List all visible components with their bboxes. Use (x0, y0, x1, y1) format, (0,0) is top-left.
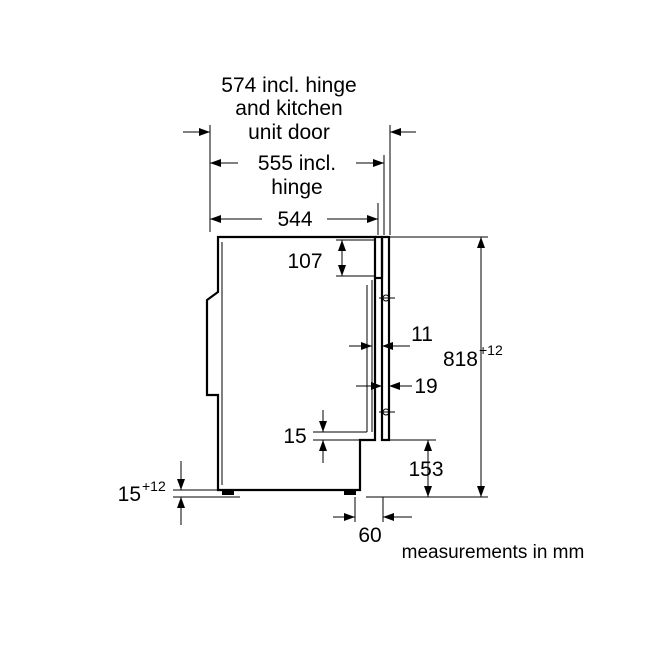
plinth-offset-label: 15 (283, 425, 306, 448)
kitchen-unit-door (379, 235, 395, 442)
svg-text:574 incl. hinge: 574 incl. hinge (221, 74, 356, 97)
plinth-depth-label: 60 (358, 524, 381, 547)
height-tolerance: +12 (479, 342, 503, 358)
unit-note: measurements in mm (402, 542, 585, 563)
feet-dimension: 15 +12 (118, 461, 240, 525)
svg-text:555 incl.: 555 incl. (258, 152, 336, 175)
door-bottom-dimension: 153 (389, 439, 444, 497)
height-label: 818 (443, 348, 478, 371)
svg-text:and kitchen: and kitchen (235, 97, 342, 120)
svg-text:hinge: hinge (271, 176, 322, 199)
svg-text:unit door: unit door (248, 121, 330, 144)
feet-tolerance: +12 (142, 478, 166, 494)
door-thickness-dimension: 19 (356, 375, 438, 398)
top-panel-label: 107 (287, 250, 322, 273)
plinth-depth-dimension: 60 (333, 497, 412, 547)
feet-label: 15 (118, 483, 141, 506)
plinth-offset-dimension: 15 (283, 410, 367, 463)
door-gap-label: 11 (411, 323, 433, 346)
width-hinge-door-dimension (183, 125, 416, 235)
width-hinge-door-label: 574 incl. hinge and kitchen unit door (221, 74, 356, 144)
width-hinge-label: 555 incl. hinge (258, 152, 336, 199)
width-body-label: 544 (277, 208, 312, 231)
door-gap-dimension: 11 (349, 323, 433, 350)
height-dimension: 818 +12 (366, 236, 503, 498)
width-body-dimension: 544 (210, 203, 379, 235)
top-panel-dimension: 107 (287, 239, 375, 277)
door-bottom-label: 153 (408, 458, 443, 481)
door-thickness-label: 19 (414, 375, 437, 398)
width-hinge-dimension (210, 155, 385, 235)
